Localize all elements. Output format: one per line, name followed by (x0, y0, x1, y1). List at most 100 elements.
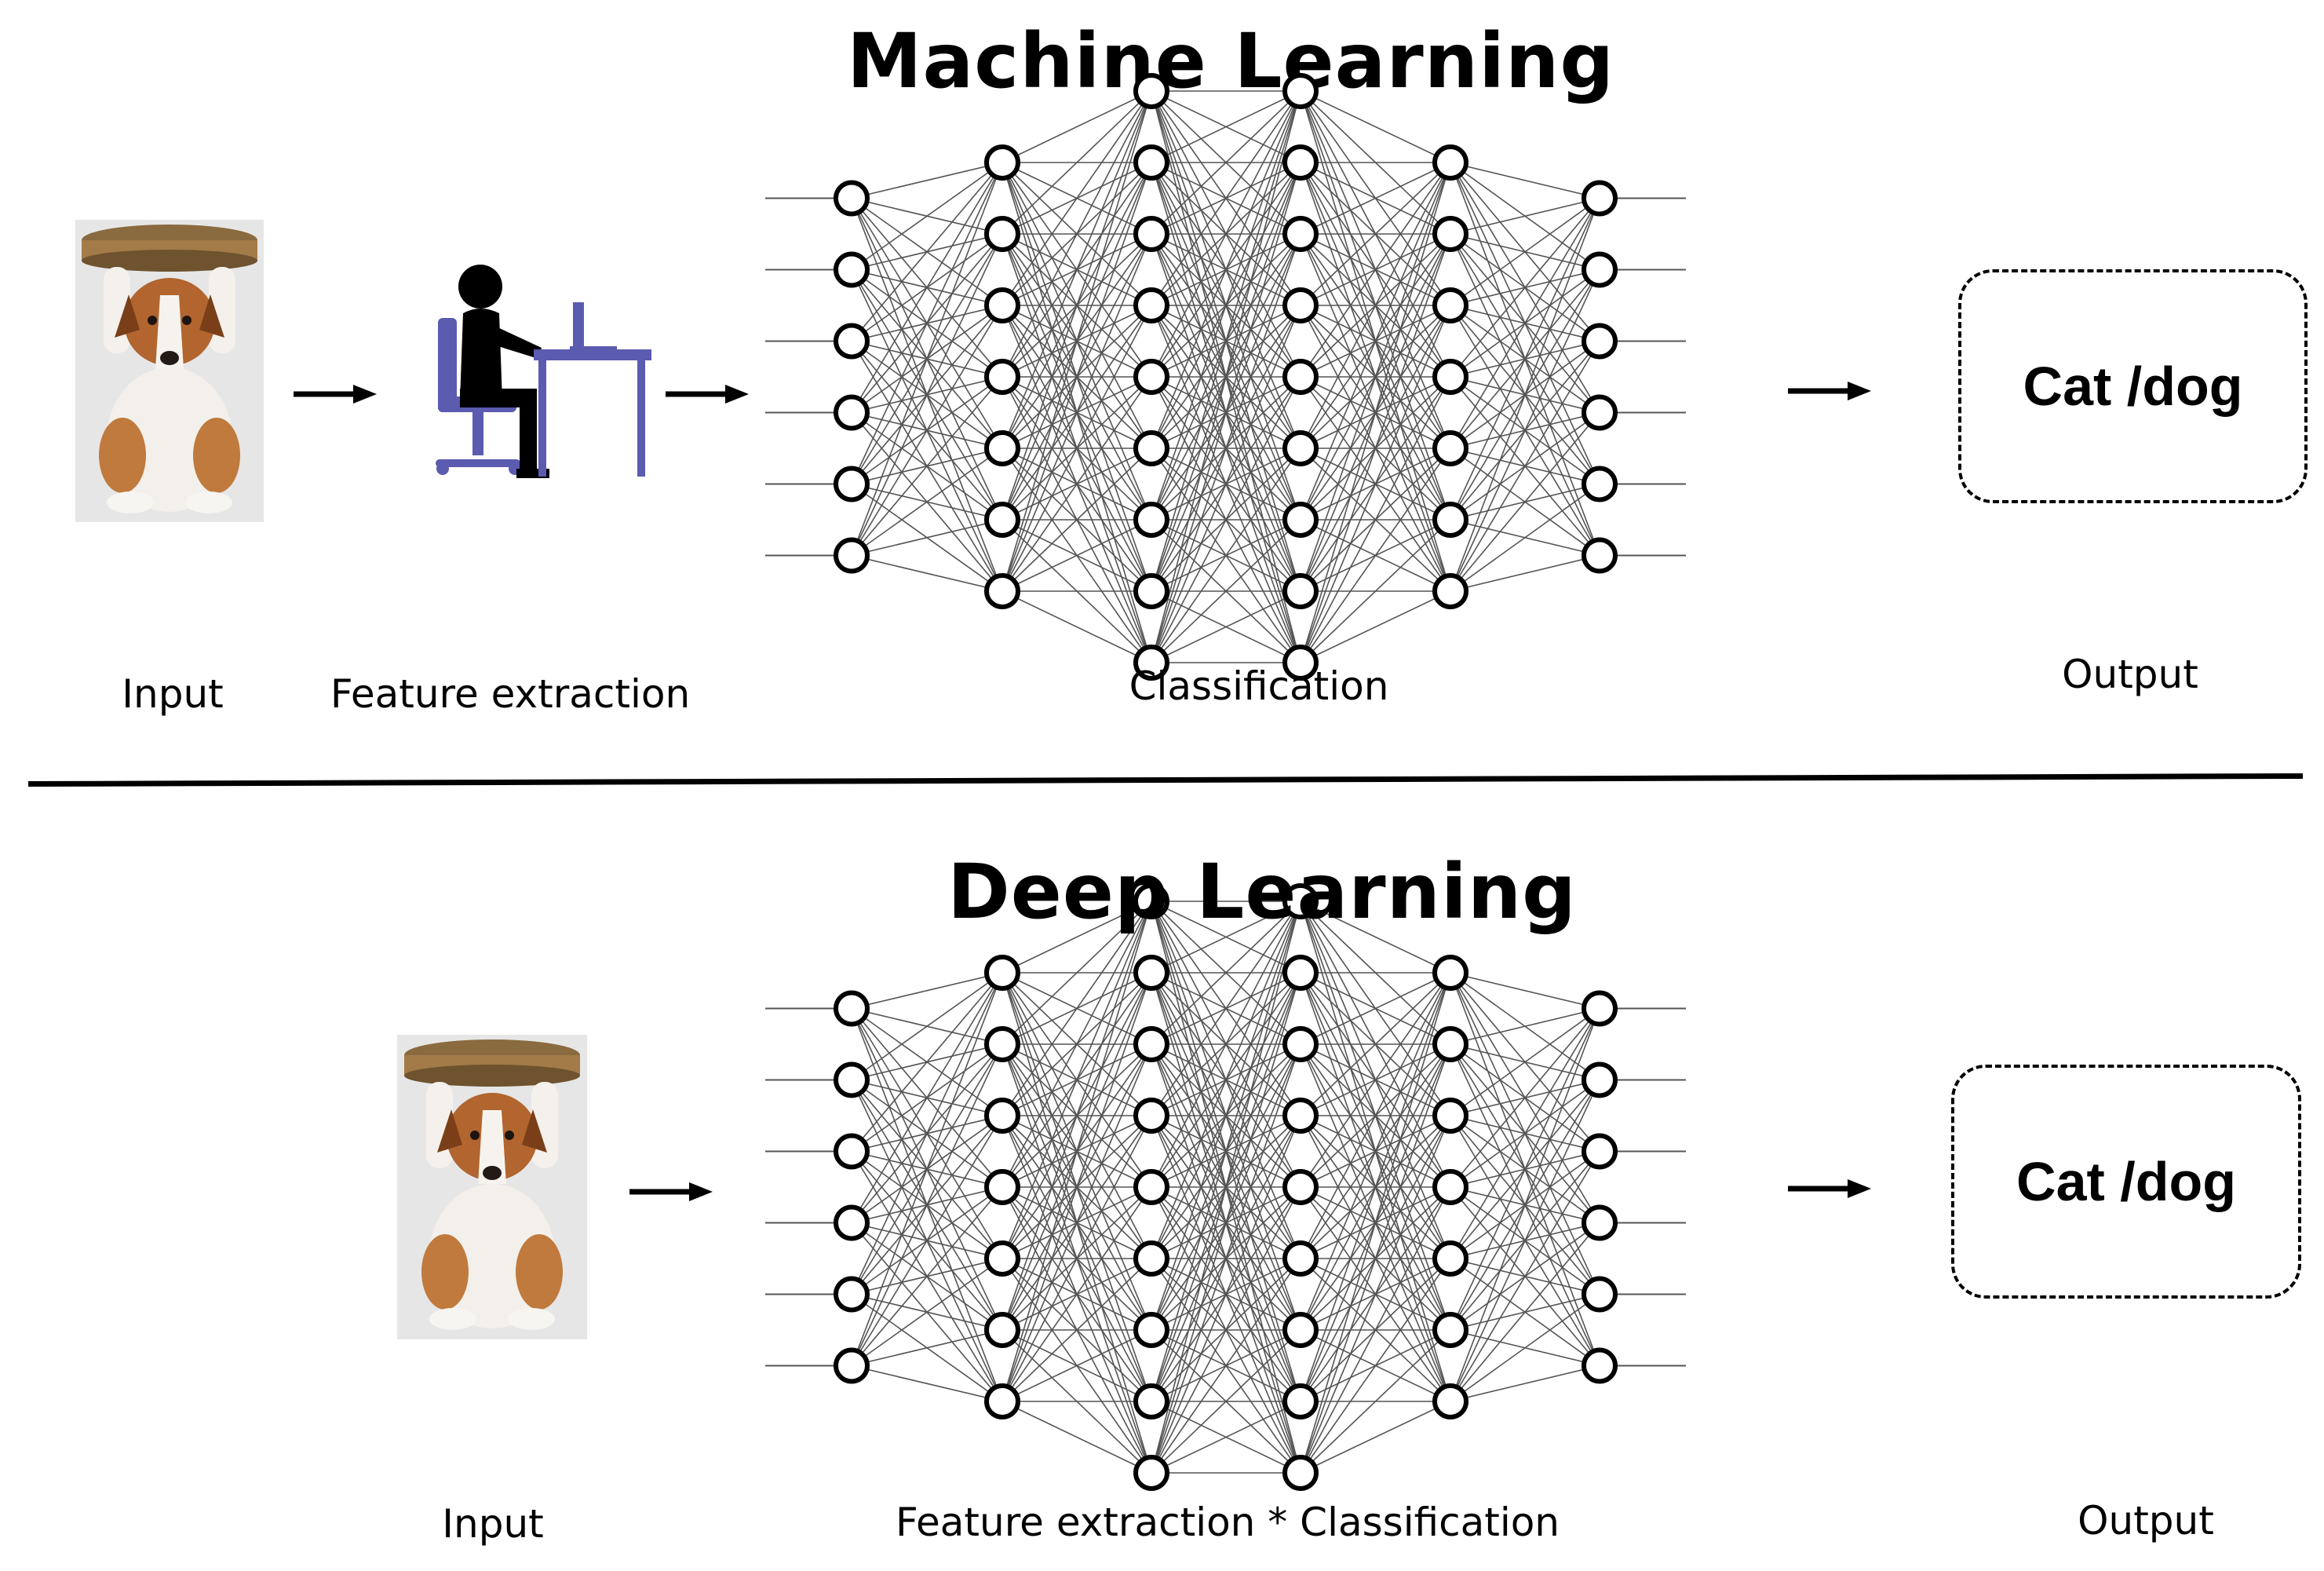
dl-node (1432, 1026, 1468, 1062)
dl-connection (1450, 1151, 1600, 1402)
ml-connection (1300, 90, 1451, 163)
dl-connection (1151, 1043, 1301, 1474)
ml-node (1432, 502, 1468, 538)
dl-node (984, 1098, 1020, 1134)
ml-connection (1151, 90, 1301, 235)
dl-connection (851, 972, 1003, 1010)
dog-holding-table-icon (397, 1035, 587, 1339)
dl-connection (1450, 1007, 1600, 1045)
ml-connection (1300, 162, 1451, 449)
ml-node (1582, 466, 1618, 502)
ml-connection (1450, 198, 1600, 521)
ml-connection (1151, 90, 1301, 163)
ml-label-feature-extraction: Feature extraction (330, 671, 691, 717)
dl-node (834, 990, 870, 1027)
ml-node (1432, 359, 1468, 395)
dl-connection (851, 972, 1003, 1081)
dl-connection (1001, 1329, 1152, 1402)
dl-connection (851, 972, 1003, 1366)
dl-node (1282, 955, 1319, 991)
ml-connection (1300, 162, 1451, 378)
ml-node (834, 394, 870, 431)
dl-node (1282, 1026, 1319, 1062)
dl-node (1282, 1169, 1319, 1205)
ml-node (984, 430, 1020, 466)
ml-connection (1151, 90, 1301, 449)
dl-connection (1001, 1258, 1152, 1402)
ml-node (1432, 287, 1468, 323)
ml-node (1432, 144, 1468, 181)
dl-connection (1151, 901, 1301, 1474)
ml-connection (1450, 198, 1600, 449)
ml-connection (1450, 198, 1600, 592)
dl-connection (1151, 1186, 1301, 1474)
dl-arrow-1 (629, 1182, 713, 1201)
dl-connection (1001, 901, 1152, 1259)
ml-label-classification: Classification (1129, 663, 1389, 709)
dl-output-box: Cat /dog (1951, 1065, 2301, 1299)
dl-connection (851, 1258, 1003, 1367)
dl-node (1133, 1312, 1169, 1348)
ml-connection (1300, 162, 1451, 235)
dl-connection (1001, 1186, 1152, 1402)
ml-connection (1151, 233, 1301, 663)
dl-connection (851, 972, 1003, 1153)
ml-connection (1151, 90, 1301, 663)
dl-node (1133, 1026, 1169, 1062)
dl-connection (1300, 972, 1451, 1474)
dl-connection (1151, 901, 1301, 1331)
ml-connection (851, 162, 1003, 199)
ml-label-input: Input (122, 671, 224, 717)
ml-node (1133, 359, 1169, 395)
ml-connection (1151, 448, 1301, 663)
ml-connection (1450, 341, 1600, 592)
ml-node (984, 216, 1020, 252)
ml-node (1133, 216, 1169, 252)
dl-connection (1450, 1080, 1600, 1402)
ml-output-box: Cat /dog (1958, 269, 2308, 503)
ml-node (1282, 73, 1319, 109)
ml-node (984, 502, 1020, 538)
dl-connection (1300, 972, 1451, 1116)
dl-connection (1001, 901, 1152, 1188)
ml-node (984, 287, 1020, 323)
ml-connection (1300, 376, 1451, 663)
ml-connection (1151, 519, 1301, 663)
dl-connection (851, 1329, 1003, 1367)
dl-connection (1300, 1329, 1451, 1474)
dl-connection (1151, 972, 1301, 1474)
dl-node (1133, 1098, 1169, 1134)
ml-node (1133, 73, 1169, 109)
ml-node (834, 537, 870, 574)
ml-node (834, 466, 870, 502)
dl-connection (1300, 1115, 1451, 1474)
dl-connection (1300, 972, 1451, 1259)
ml-connection (851, 162, 1003, 413)
dl-node (1582, 1133, 1618, 1170)
dl-connection (1300, 972, 1451, 1331)
dl-connection (1001, 901, 1152, 974)
dl-connection (1300, 1401, 1451, 1474)
dl-connection (1450, 1222, 1600, 1402)
ml-node (1282, 573, 1319, 609)
ml-neural-network (765, 73, 1686, 681)
dl-connection (1001, 972, 1152, 1402)
ml-node (1282, 645, 1319, 681)
ml-connection (1151, 376, 1301, 663)
ml-connection (1300, 590, 1451, 663)
ml-arrow-3 (1788, 382, 1871, 400)
ml-connection (1151, 90, 1301, 592)
ml-node (1432, 573, 1468, 609)
ml-connection (1001, 305, 1152, 592)
ml-node (1582, 537, 1618, 574)
ml-node (984, 144, 1020, 181)
dl-node (1582, 1347, 1618, 1384)
ml-node (1282, 287, 1319, 323)
ml-connection (1001, 90, 1152, 449)
dl-title: Deep Learning (947, 848, 1577, 936)
ml-node (1133, 144, 1169, 181)
ml-connection (851, 519, 1003, 557)
ml-node (834, 251, 870, 288)
